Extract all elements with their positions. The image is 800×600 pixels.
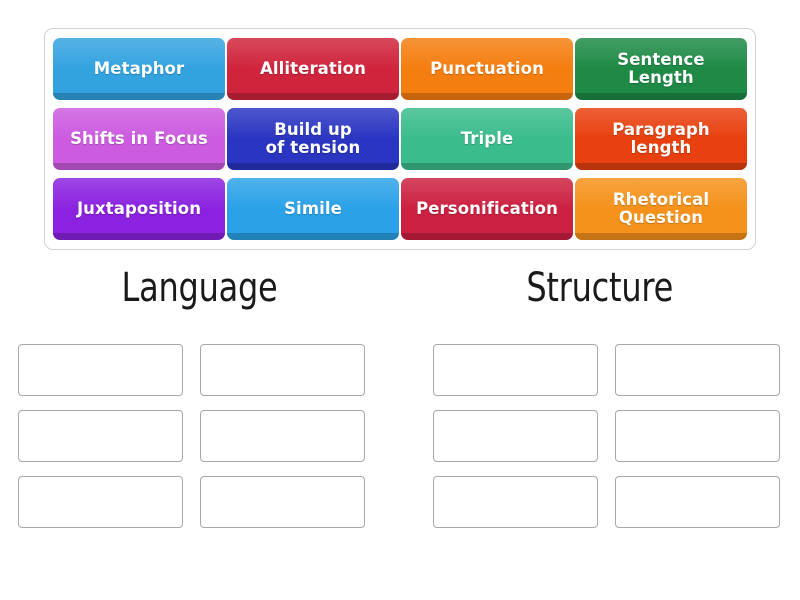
tile-simile[interactable]: Simile: [227, 178, 399, 240]
drop-slot[interactable]: [17, 344, 183, 396]
drop-slot-grid-language: [17, 344, 365, 528]
tile-shifts-in-focus[interactable]: Shifts in Focus: [53, 108, 225, 170]
category-groups: Language Structure: [0, 268, 800, 528]
category-title-language: Language: [121, 265, 278, 311]
tile-punctuation[interactable]: Punctuation: [401, 38, 573, 100]
tile-label: Juxtaposition: [76, 198, 202, 218]
tile-rhetorical-question[interactable]: Rhetorical Question: [575, 178, 747, 240]
tile-triple[interactable]: Triple: [401, 108, 573, 170]
drop-slot[interactable]: [17, 476, 183, 528]
drop-slot[interactable]: [17, 410, 183, 462]
tile-label: Shifts in Focus: [70, 128, 208, 148]
drop-slot[interactable]: [432, 410, 598, 462]
tile-label: Build up of tension: [265, 119, 361, 157]
category-group-structure: Structure: [400, 268, 800, 528]
drop-slot[interactable]: [199, 476, 365, 528]
tile-build-up-of-tension[interactable]: Build up of tension: [227, 108, 399, 170]
tile-label: Triple: [460, 128, 514, 148]
drop-slot-grid-structure: [432, 344, 780, 528]
tile-label: Metaphor: [93, 58, 185, 78]
tile-row: Shifts in Focus Build up of tension Triple…: [53, 108, 747, 170]
tile-row: Juxtaposition Simile Personification Rhetor…: [53, 178, 747, 240]
category-group-language: Language: [0, 268, 400, 528]
drop-slot[interactable]: [199, 344, 365, 396]
tile-label: Paragraph length: [612, 119, 710, 157]
tile-label: Personification: [416, 198, 558, 218]
tile-label: Punctuation: [430, 58, 544, 78]
tile-metaphor[interactable]: Metaphor: [53, 38, 225, 100]
tile-paragraph-length[interactable]: Paragraph length: [575, 108, 747, 170]
tile-juxtaposition[interactable]: Juxtaposition: [53, 178, 225, 240]
drop-slot[interactable]: [614, 344, 780, 396]
tile-label: Rhetorical Question: [612, 189, 710, 227]
tile-personification[interactable]: Personification: [401, 178, 573, 240]
word-tile-tray: Metaphor Alliteration Punctuation Sentence …: [44, 28, 756, 250]
tile-alliteration[interactable]: Alliteration: [227, 38, 399, 100]
tile-sentence-length[interactable]: Sentence Length: [575, 38, 747, 100]
tile-label: Sentence Length: [617, 49, 705, 87]
drop-slot[interactable]: [614, 476, 780, 528]
drop-slot[interactable]: [432, 476, 598, 528]
category-title-structure: Structure: [526, 265, 674, 311]
drop-slot[interactable]: [199, 410, 365, 462]
tile-label: Simile: [284, 198, 342, 218]
tile-label: Alliteration: [260, 58, 366, 78]
drop-slot[interactable]: [614, 410, 780, 462]
tile-row: Metaphor Alliteration Punctuation Sentence …: [53, 38, 747, 100]
drop-slot[interactable]: [432, 344, 598, 396]
